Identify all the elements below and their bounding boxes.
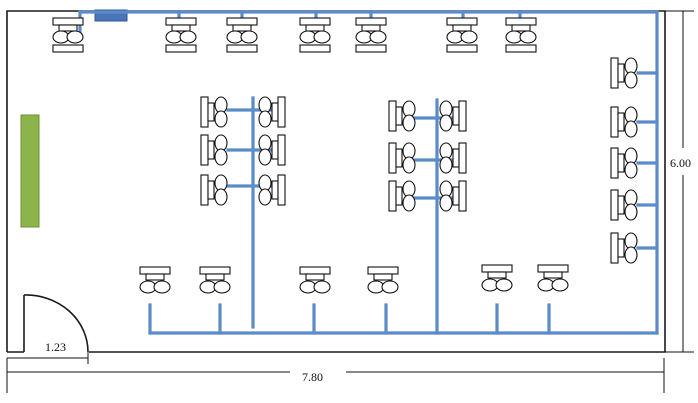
dim-door-label: 1.23 xyxy=(45,340,66,354)
whiteboard xyxy=(20,114,40,228)
workstation-desk-chair-icon xyxy=(439,180,467,212)
workstation-desk-chair-icon xyxy=(258,174,286,206)
workstation-desk-chair-icon xyxy=(199,266,231,294)
workstation-desk-chair-icon xyxy=(200,96,228,128)
workstation-desk-chair-icon xyxy=(610,106,638,138)
workstation-desk-chair-icon xyxy=(226,17,258,53)
workstation-desk-chair-icon xyxy=(258,134,286,166)
workstation-desk-chair-icon xyxy=(481,264,513,292)
workstation-desk-chair-icon xyxy=(200,134,228,166)
dimension-lines xyxy=(6,10,694,393)
workstation-desk-chair-icon xyxy=(610,189,638,221)
workstation-desk-chair-icon xyxy=(388,180,416,212)
workstations xyxy=(52,17,638,294)
junction-box-icon xyxy=(94,9,128,22)
workstation-desk-chair-icon xyxy=(52,17,84,53)
workstation-desk-chair-icon xyxy=(367,266,399,294)
workstation-desk-chair-icon xyxy=(355,17,387,53)
workstation-desk-chair-icon xyxy=(388,100,416,132)
workstation-desk-chair-icon xyxy=(139,266,171,294)
workstation-desk-chair-icon xyxy=(439,100,467,132)
workstation-desk-chair-icon xyxy=(388,142,416,174)
door-swing-icon xyxy=(23,294,89,353)
dim-width-label: 7.80 xyxy=(302,370,323,384)
workstation-desk-chair-icon xyxy=(200,174,228,206)
workstation-desk-chair-icon xyxy=(610,232,638,264)
workstation-desk-chair-icon xyxy=(258,96,286,128)
workstation-desk-chair-icon xyxy=(610,57,638,89)
workstation-desk-chair-icon xyxy=(537,264,569,292)
workstation-desk-chair-icon xyxy=(165,17,197,53)
workstation-desk-chair-icon xyxy=(439,142,467,174)
dim-height-label: 6.00 xyxy=(670,156,691,170)
room-walls xyxy=(6,10,666,353)
workstation-desk-chair-icon xyxy=(610,147,638,179)
workstation-desk-chair-icon xyxy=(446,17,478,53)
workstation-desk-chair-icon xyxy=(299,17,331,53)
workstation-desk-chair-icon xyxy=(299,266,331,294)
workstation-desk-chair-icon xyxy=(505,17,537,53)
